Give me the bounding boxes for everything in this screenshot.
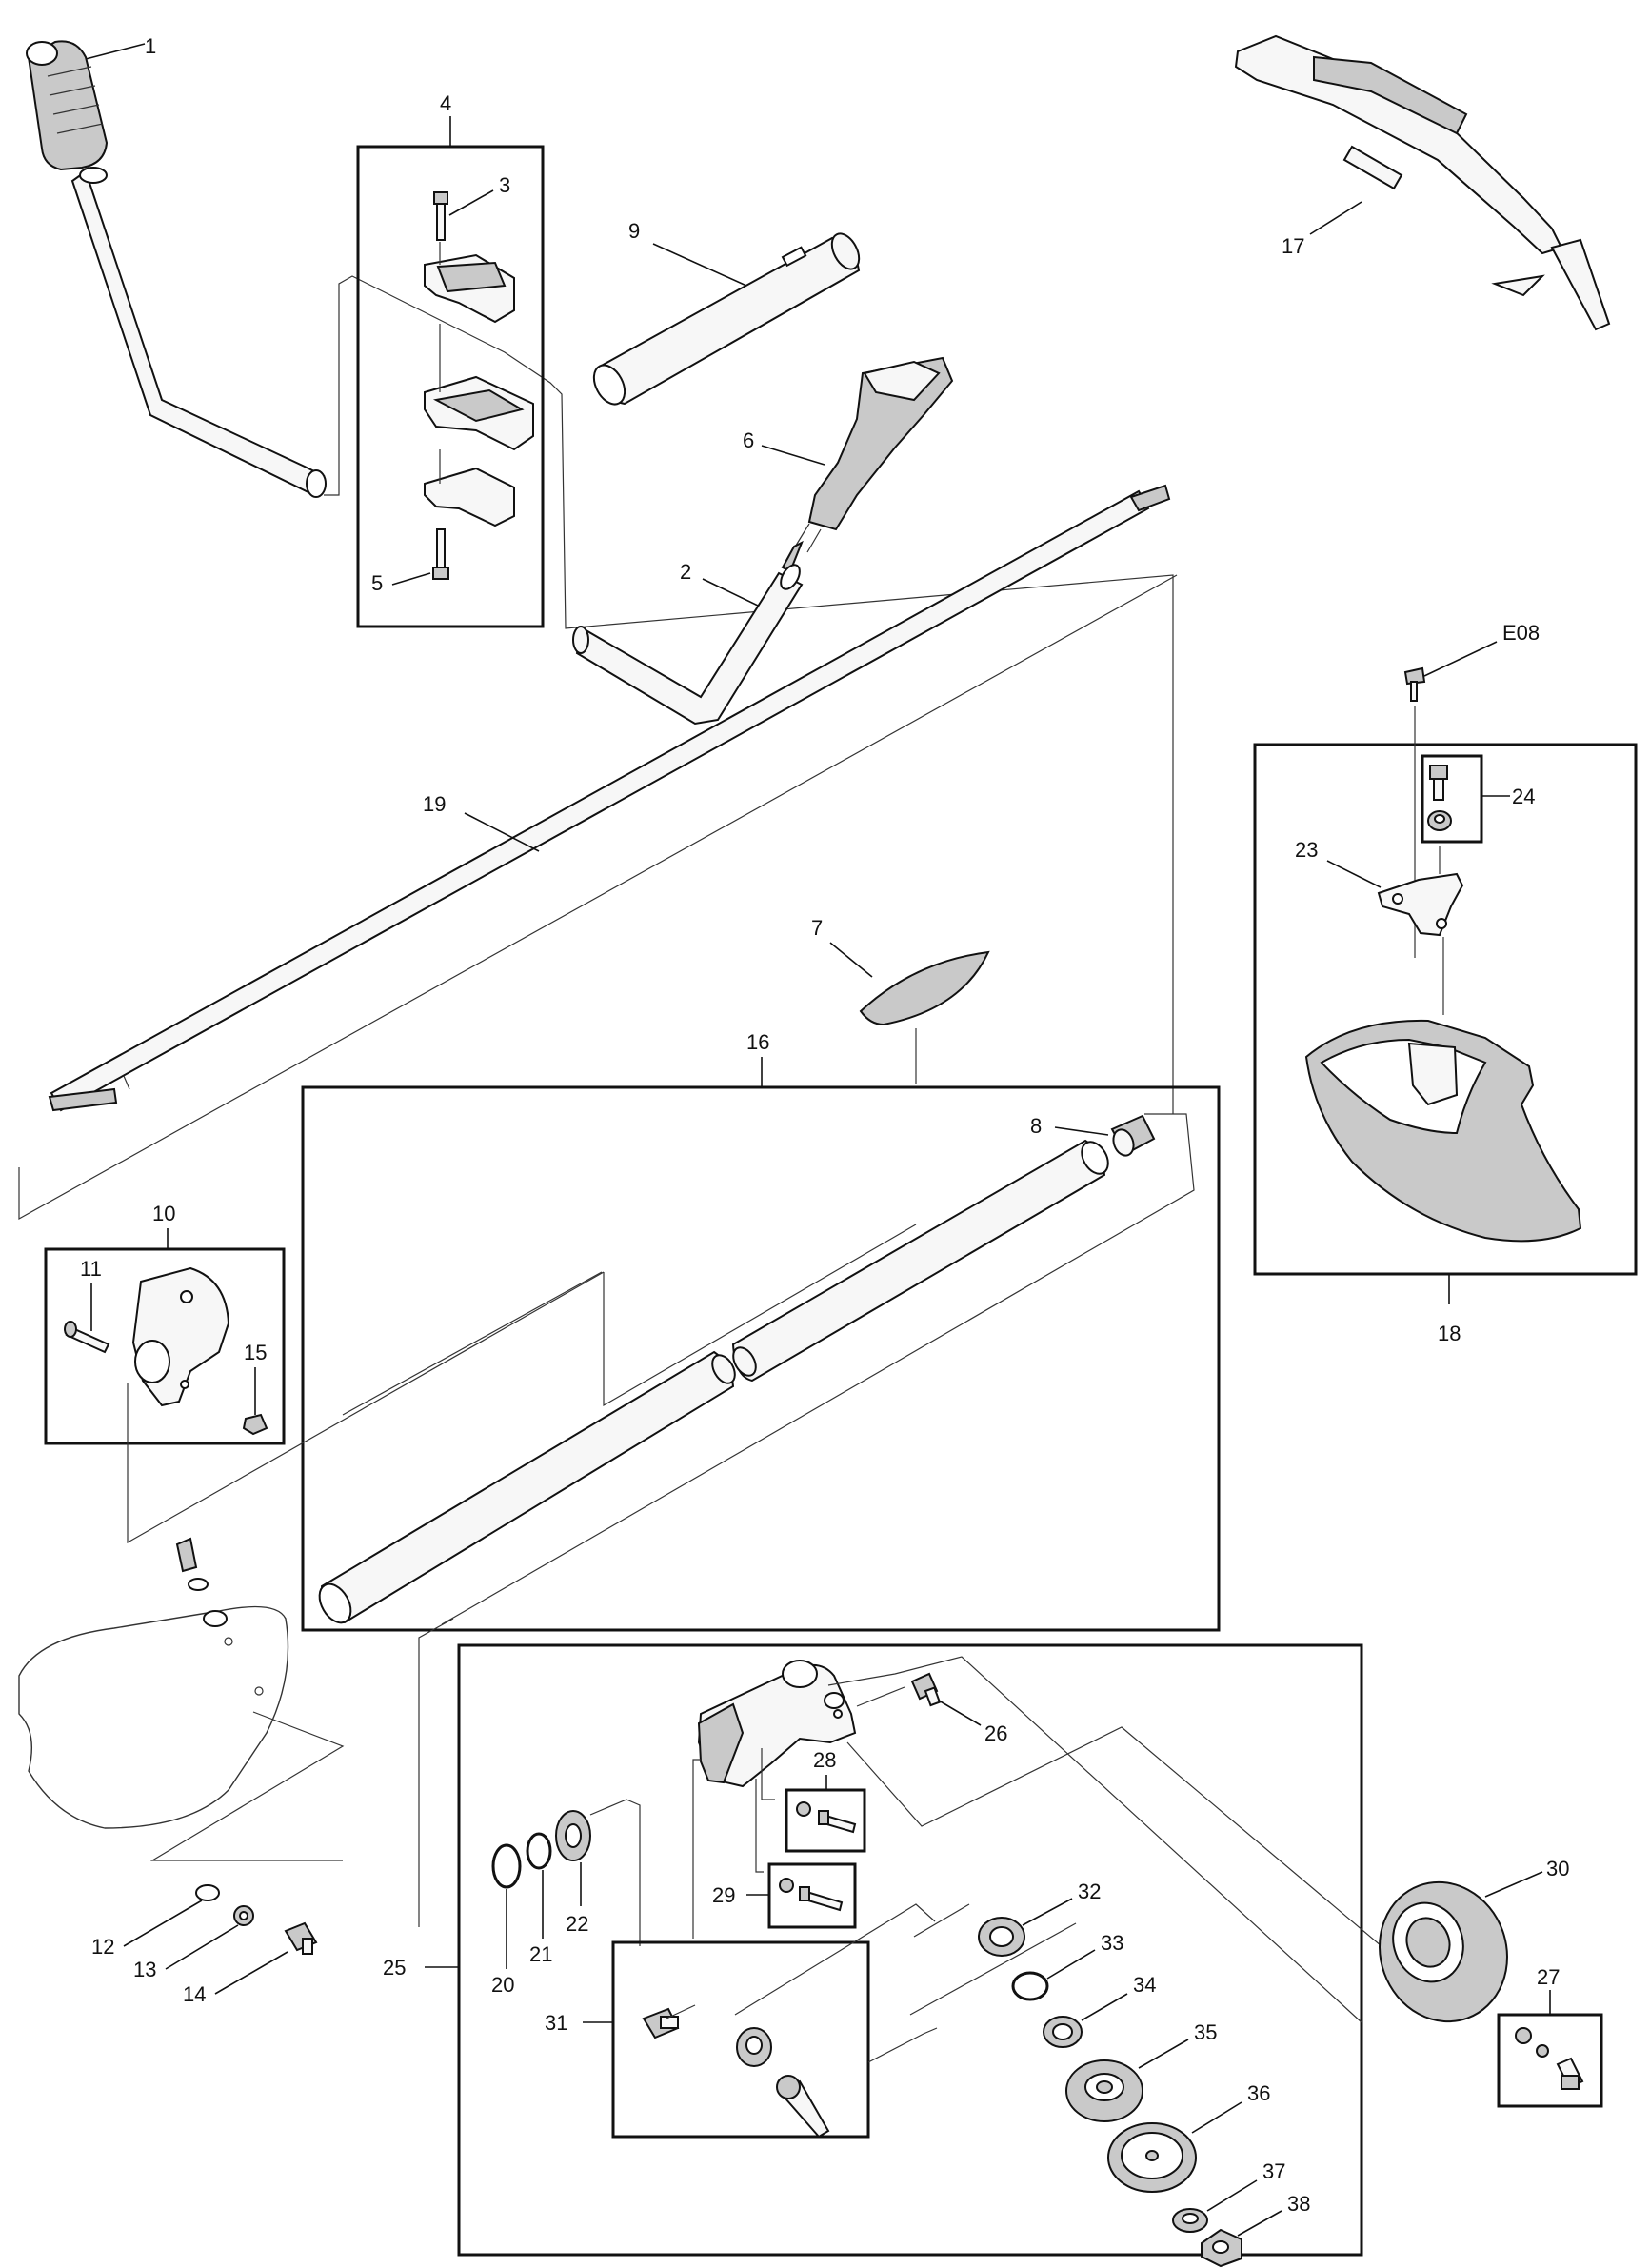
label-3: 3	[499, 173, 510, 197]
label-17: 17	[1282, 234, 1304, 258]
label-15: 15	[244, 1341, 267, 1364]
part-24-bolt-washer	[1427, 765, 1452, 831]
part-33-circlip	[1011, 1971, 1049, 2001]
label-2: 2	[680, 560, 691, 584]
part-34-washer	[1043, 2016, 1083, 2048]
label-12: 12	[91, 1935, 114, 1959]
part-2-handle-bar	[572, 564, 804, 726]
label-28: 28	[813, 1748, 836, 1772]
part-32-bearing	[978, 1917, 1025, 1957]
part-28-bolt	[796, 1801, 857, 1834]
part-23-bracket	[1377, 872, 1464, 937]
label-4: 4	[440, 91, 451, 115]
part-31-pinion	[642, 2007, 680, 2039]
part-3-bolt	[433, 191, 448, 241]
part-17-shoulder-harness	[1234, 34, 1611, 331]
label-e08: E08	[1502, 621, 1540, 645]
part-7-label-plate	[859, 950, 990, 1026]
part-31-gear	[736, 2027, 830, 2139]
label-10: 10	[152, 1202, 175, 1225]
part-15-nut	[242, 1413, 268, 1436]
label-27: 27	[1537, 1965, 1560, 1989]
part-24-box	[1421, 754, 1483, 844]
part-19-drive-shaft	[48, 484, 1171, 1112]
label-24: 24	[1512, 785, 1535, 808]
part-16-lower-tube	[318, 1350, 736, 1624]
part-26-bolt	[910, 1672, 942, 1707]
label-9: 9	[628, 219, 640, 243]
part-30-cup	[1379, 1880, 1508, 2023]
label-22: 22	[566, 1912, 588, 1936]
label-30: 30	[1546, 1857, 1569, 1880]
label-36: 36	[1247, 2081, 1270, 2105]
part-29-bolt	[779, 1878, 844, 1912]
part-16-box	[301, 1085, 1221, 1632]
label-25: 25	[383, 1956, 406, 1980]
part-25-gear-box	[457, 1643, 1363, 2257]
part-14-bolt	[284, 1921, 318, 1955]
part-18-guard-box	[1253, 743, 1638, 1276]
label-13: 13	[133, 1958, 156, 1981]
part-27-bolt-washers	[1515, 2027, 1584, 2090]
label-26: 26	[984, 1721, 1007, 1745]
label-16: 16	[746, 1030, 769, 1054]
label-34: 34	[1133, 1973, 1156, 1997]
part-27-box	[1497, 2013, 1603, 2108]
label-1: 1	[145, 34, 156, 58]
part-22-bearing	[555, 1810, 591, 1861]
part-18-guard	[1304, 1019, 1582, 1243]
part-37-washer	[1172, 2208, 1208, 2233]
label-32: 32	[1078, 1880, 1101, 1903]
label-23: 23	[1295, 838, 1318, 862]
part-5-bolt	[432, 528, 449, 580]
part-20-circlip	[491, 1843, 522, 1889]
part-12-washer	[195, 1884, 220, 1901]
part-6-throttle-handle	[781, 356, 954, 573]
e08-screw	[1403, 666, 1426, 702]
label-8: 8	[1030, 1114, 1042, 1138]
part-9-tube	[592, 232, 861, 406]
label-31: 31	[545, 2011, 567, 2035]
part-10-box	[44, 1247, 286, 1445]
label-20: 20	[491, 1973, 514, 1997]
label-29: 29	[712, 1883, 735, 1907]
label-19: 19	[423, 792, 446, 816]
part-1-grip	[26, 40, 109, 171]
label-14: 14	[183, 1982, 206, 2006]
label-35: 35	[1194, 2020, 1217, 2044]
engine-cover-fragment	[18, 1537, 289, 1829]
part-29-box	[767, 1862, 857, 1929]
label-7: 7	[811, 916, 823, 940]
part-35-holder	[1065, 2059, 1143, 2122]
part-36-plate	[1107, 2122, 1197, 2193]
part-13-washer	[233, 1905, 254, 1926]
part-11-bolt	[64, 1321, 110, 1354]
part-8-cap	[1110, 1114, 1156, 1157]
label-5: 5	[371, 571, 383, 595]
part-28-box	[785, 1788, 866, 1853]
gear-head	[697, 1660, 857, 1788]
label-33: 33	[1101, 1931, 1123, 1955]
label-6: 6	[743, 428, 754, 452]
part-21-ring	[526, 1832, 552, 1870]
label-11: 11	[80, 1257, 102, 1281]
label-18: 18	[1438, 1322, 1461, 1345]
part-10-bracket	[131, 1266, 230, 1407]
part-31-box	[611, 1940, 870, 2139]
label-37: 37	[1262, 2159, 1285, 2183]
part-16-upper-tube	[731, 1139, 1109, 1383]
label-21: 21	[529, 1942, 552, 1966]
part-38-nut	[1201, 2228, 1242, 2268]
label-38: 38	[1287, 2192, 1310, 2216]
